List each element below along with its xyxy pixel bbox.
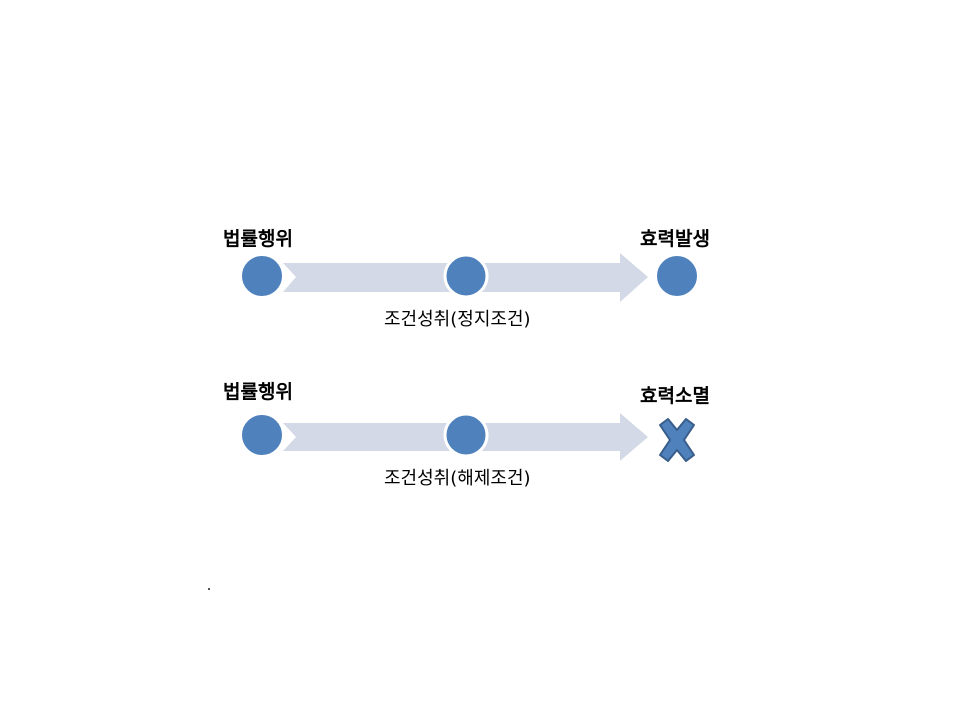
diagram-1-start-node (240, 254, 284, 298)
diagram-1-condition-node (443, 253, 489, 299)
stray-dot (208, 588, 210, 590)
diagram-1-start-label: 법률행위 (223, 228, 293, 250)
cross-icon (659, 418, 695, 462)
diagram-2-condition-label: 조건성취(해제조건) (384, 468, 531, 489)
diagram-2-start-node (240, 413, 284, 457)
diagram-2-start-label: 법률행위 (223, 381, 293, 403)
diagram-2-condition-node (443, 412, 489, 458)
diagram-1-condition-label: 조건성취(정지조건) (384, 309, 531, 330)
diagram-1-end-node (655, 254, 699, 298)
diagram-2-end-label: 효력소멸 (640, 385, 710, 407)
diagram-1-end-label: 효력발생 (640, 228, 710, 250)
